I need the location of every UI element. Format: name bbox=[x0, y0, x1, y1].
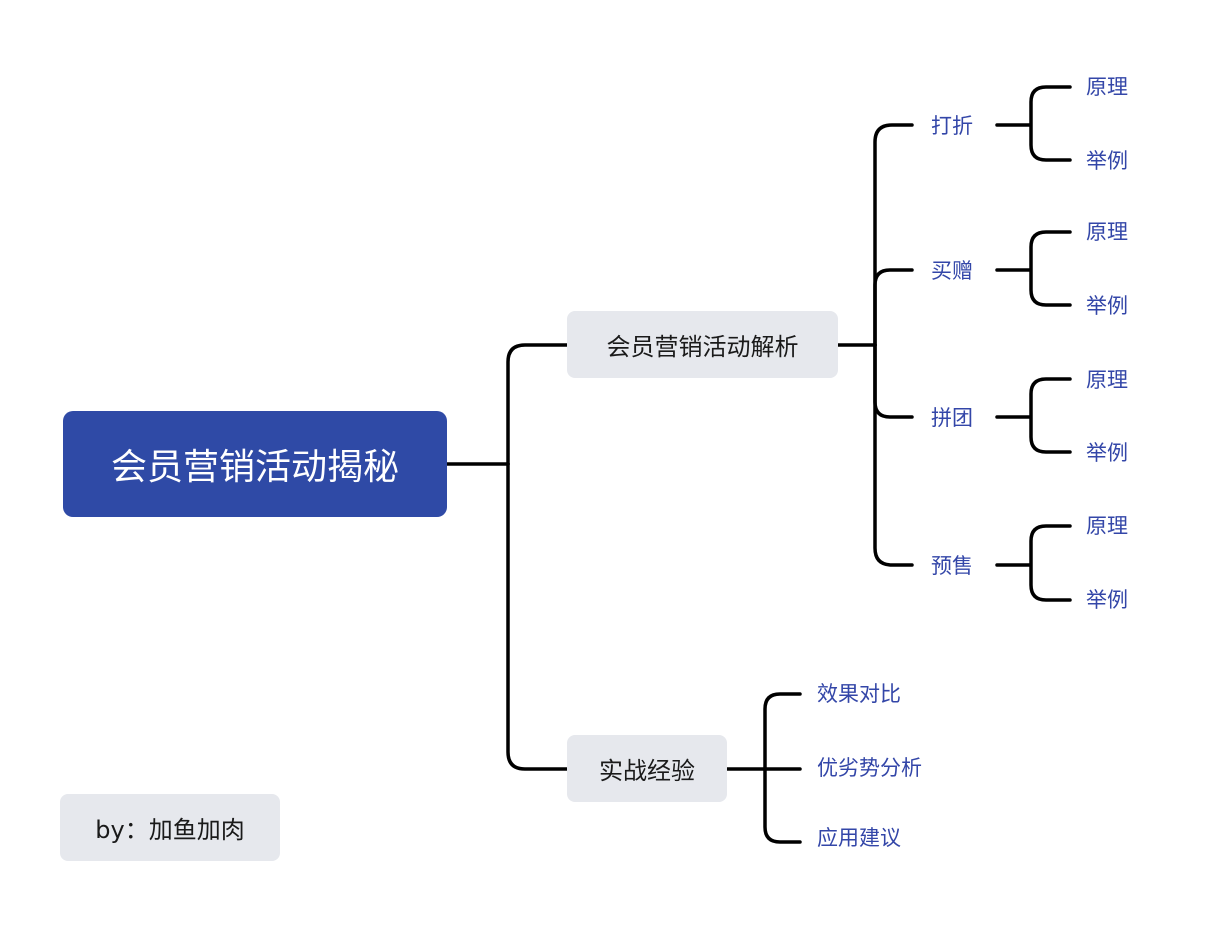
subtopic-label: 打折 bbox=[931, 114, 973, 138]
leaf-gift-principle[interactable]: 原理 bbox=[1086, 216, 1128, 246]
leaf-label: 举例 bbox=[1086, 149, 1128, 173]
subtopic-label: 应用建议 bbox=[817, 826, 901, 850]
author-credit-label: by：加鱼加肉 bbox=[95, 816, 245, 844]
subtopic-application-advice[interactable]: 应用建议 bbox=[817, 822, 901, 852]
branch-label: 会员营销活动解析 bbox=[606, 333, 799, 361]
connector-analysis-to-discount bbox=[873, 123, 914, 347]
leaf-presale-example[interactable]: 举例 bbox=[1086, 584, 1128, 614]
connector-presale-leaves bbox=[995, 524, 1072, 602]
connector-analysis-to-gift bbox=[873, 268, 914, 347]
leaf-label: 举例 bbox=[1086, 441, 1128, 465]
connector-experience-to-advice bbox=[763, 767, 802, 844]
connector-experience-to-compare bbox=[763, 692, 802, 771]
leaf-gift-example[interactable]: 举例 bbox=[1086, 290, 1128, 320]
leaf-label: 举例 bbox=[1086, 588, 1128, 612]
root-topic-label: 会员营销活动揭秘 bbox=[110, 447, 399, 488]
connector-group-leaves bbox=[995, 377, 1072, 454]
connector-analysis-to-presale bbox=[873, 343, 914, 567]
author-credit: by：加鱼加肉 bbox=[60, 794, 280, 861]
subtopic-label: 优劣势分析 bbox=[817, 756, 922, 780]
leaf-presale-principle[interactable]: 原理 bbox=[1086, 510, 1128, 540]
leaf-discount-example[interactable]: 举例 bbox=[1086, 145, 1128, 175]
leaf-label: 原理 bbox=[1086, 514, 1128, 538]
subtopic-group-buy[interactable]: 拼团 bbox=[931, 402, 973, 432]
subtopic-label: 拼团 bbox=[931, 406, 973, 430]
leaf-group-example[interactable]: 举例 bbox=[1086, 437, 1128, 467]
leaf-label: 原理 bbox=[1086, 220, 1128, 244]
leaf-group-principle[interactable]: 原理 bbox=[1086, 364, 1128, 394]
subtopic-buy-gift[interactable]: 买赠 bbox=[931, 255, 973, 285]
subtopic-discount[interactable]: 打折 bbox=[931, 110, 973, 140]
connector-discount-leaves bbox=[995, 85, 1072, 162]
branch-member-marketing-analysis[interactable]: 会员营销活动解析 bbox=[567, 311, 838, 378]
branch-practical-experience[interactable]: 实战经验 bbox=[567, 735, 727, 802]
subtopic-pros-cons-analysis[interactable]: 优劣势分析 bbox=[817, 752, 922, 782]
subtopic-label: 预售 bbox=[931, 554, 973, 578]
subtopic-label: 买赠 bbox=[931, 259, 973, 283]
subtopic-effect-comparison[interactable]: 效果对比 bbox=[817, 678, 901, 708]
leaf-label: 举例 bbox=[1086, 294, 1128, 318]
root-topic[interactable]: 会员营销活动揭秘 bbox=[63, 411, 447, 517]
leaf-label: 原理 bbox=[1086, 75, 1128, 99]
subtopic-label: 效果对比 bbox=[817, 682, 901, 706]
leaf-label: 原理 bbox=[1086, 368, 1128, 392]
subtopic-presale[interactable]: 预售 bbox=[931, 550, 973, 580]
connector-root-to-analysis bbox=[506, 343, 569, 466]
leaf-discount-principle[interactable]: 原理 bbox=[1086, 71, 1128, 101]
branch-label: 实战经验 bbox=[599, 757, 695, 785]
connector-gift-leaves bbox=[995, 230, 1072, 307]
connector-root-to-experience bbox=[506, 462, 569, 771]
connector-analysis-to-group bbox=[873, 343, 914, 419]
